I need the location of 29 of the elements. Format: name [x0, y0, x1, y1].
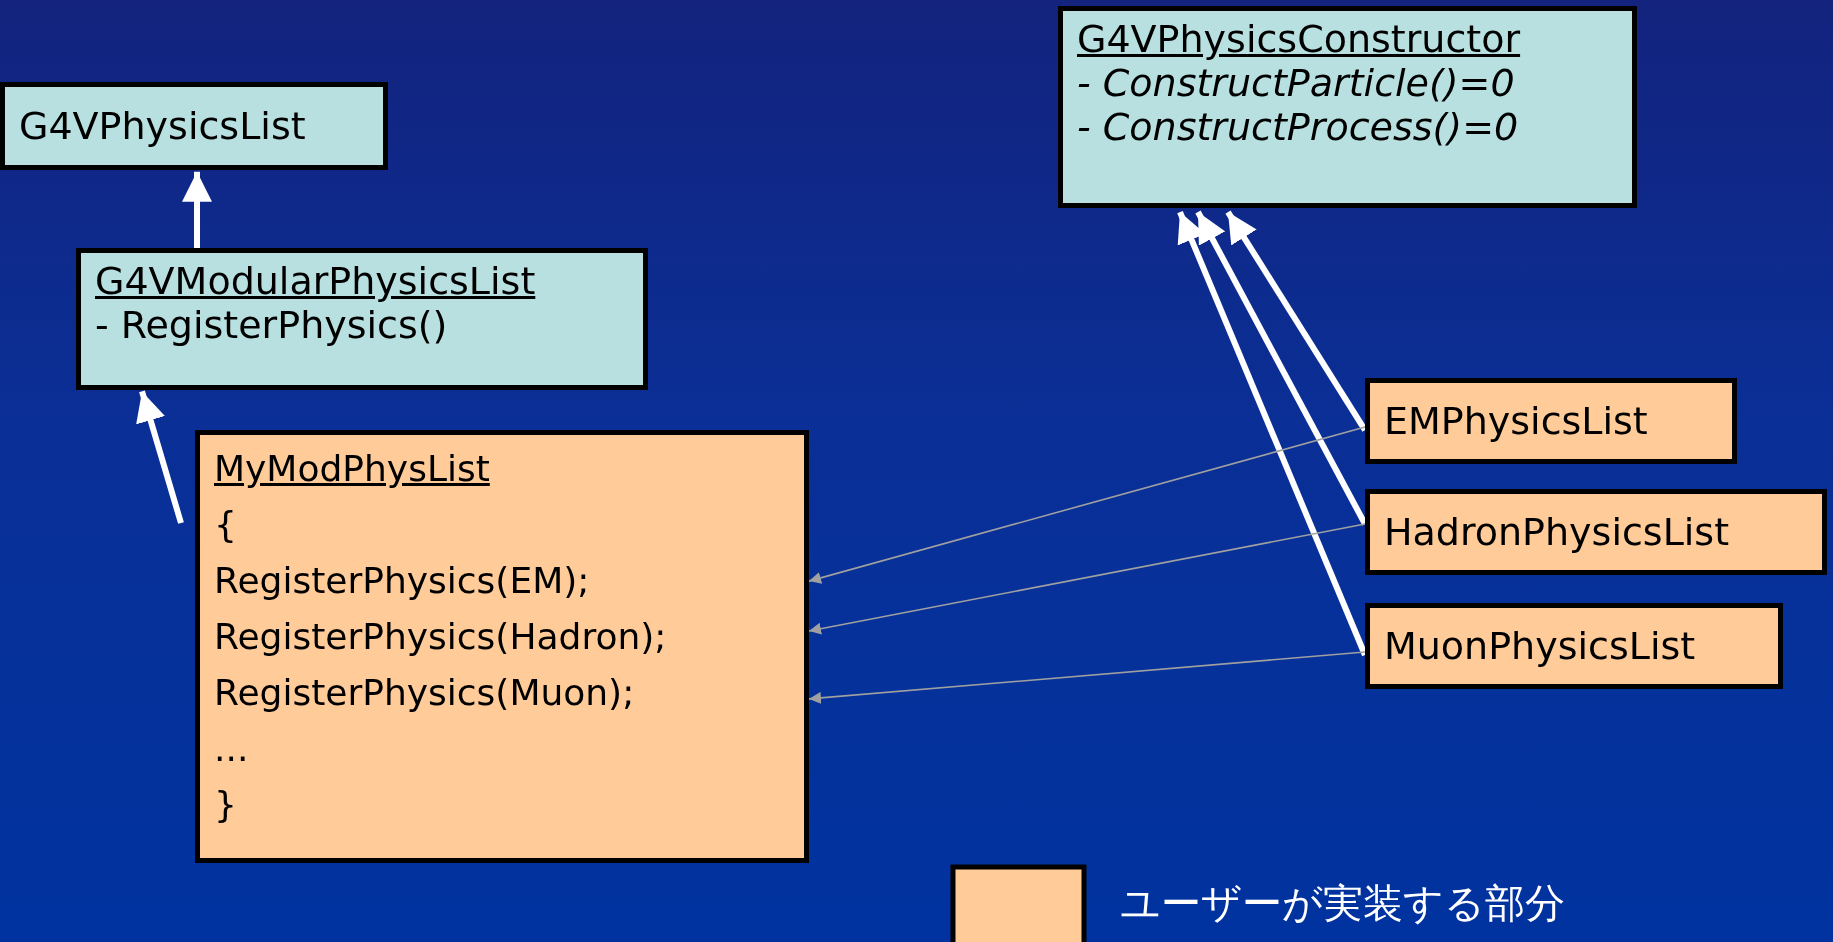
class-box [1058, 6, 1637, 208]
code-line: RegisterPhysics(EM); [214, 559, 591, 603]
class-name: MuonPhysicsList [1384, 624, 1696, 668]
code-line: RegisterPhysics(Hadron); [214, 615, 668, 659]
arrow [136, 390, 184, 524]
class-box [0, 82, 388, 170]
class-name: HadronPhysicsList [1384, 510, 1730, 554]
class-name: EMPhysicsList [1384, 399, 1648, 443]
class-name: G4VModularPhysicsList [95, 259, 537, 303]
class-box [1365, 489, 1827, 575]
code-line: ... [214, 727, 250, 771]
legend-label: ユーザーが実装する部分 [1120, 879, 1565, 928]
code-line: - RegisterPhysics() [95, 303, 449, 347]
code-line: { [214, 503, 238, 547]
code-line: } [214, 783, 238, 827]
code-box [195, 430, 809, 863]
arrow [808, 651, 1366, 704]
class-box [76, 248, 648, 390]
code-line: - ConstructParticle()=0 [1077, 61, 1516, 105]
code-line: - ConstructProcess()=0 [1077, 105, 1520, 149]
code-line: RegisterPhysics(Muon); [214, 671, 636, 715]
class-name: MyModPhysList [214, 447, 491, 491]
class-box [1365, 603, 1783, 689]
arrow [808, 426, 1366, 584]
arrow [808, 523, 1366, 635]
class-name: G4VPhysicsList [19, 104, 306, 148]
class-name: G4VPhysicsConstructor [1077, 17, 1522, 61]
class-box [1365, 378, 1737, 464]
arrow [182, 171, 212, 248]
